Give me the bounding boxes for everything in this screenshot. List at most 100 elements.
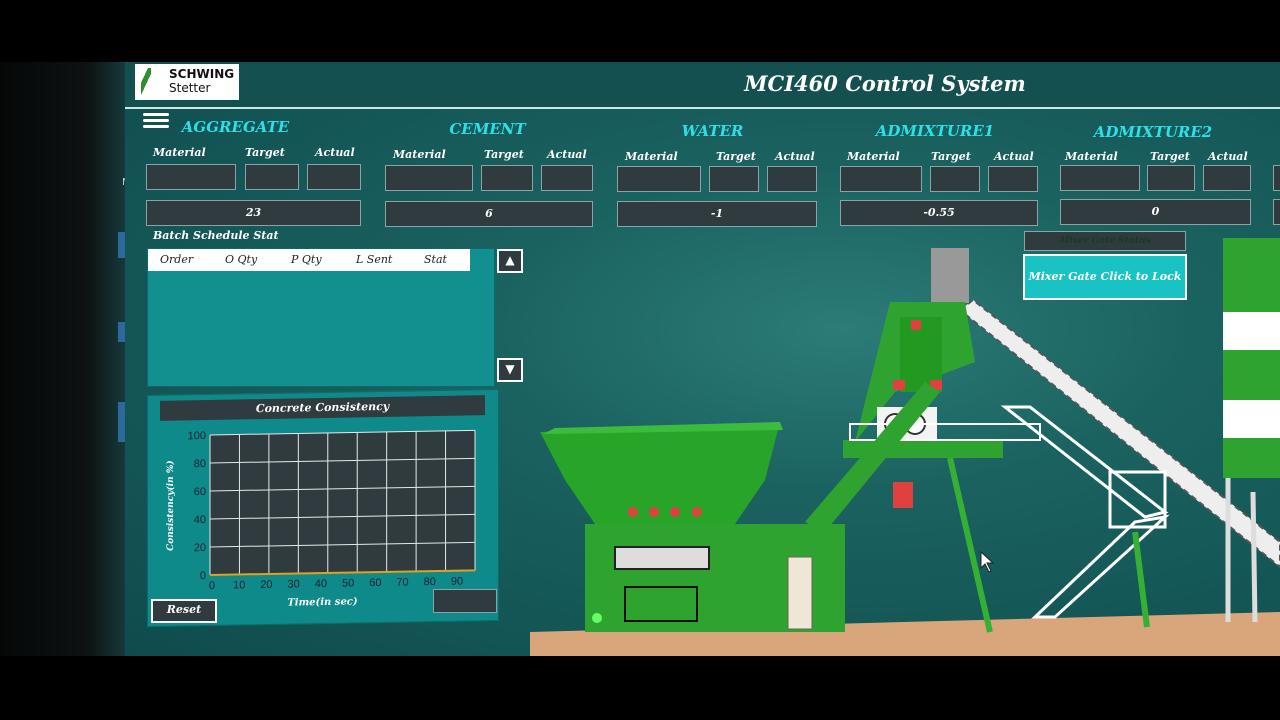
- col-target: Target: [716, 150, 756, 163]
- y-axis-label: Consistency(in %): [165, 460, 176, 551]
- section-title-admixture2: ADMIXTURE2: [1093, 123, 1213, 141]
- company-logo: SCHWING Stetter: [135, 64, 239, 100]
- section-title-admixture1: ADMIXTURE1: [875, 122, 995, 140]
- col-l-sent: L Sent: [356, 253, 393, 266]
- admixture2-target-field[interactable]: [1147, 165, 1195, 191]
- red-marker: [930, 380, 942, 390]
- col-order: Order: [160, 253, 194, 266]
- chart-title: Concrete Consistency: [160, 395, 485, 421]
- mixer-gate-lock-button[interactable]: Mixer Gate Click to Lock: [1023, 254, 1187, 300]
- x-tick-label: 80: [424, 576, 436, 588]
- indicator-light: [692, 507, 702, 517]
- admixture1-value: -0.55: [840, 200, 1038, 226]
- silo-band: [1223, 312, 1280, 350]
- batch-schedule-title: Batch Schedule Stat: [153, 229, 279, 242]
- y-tick-label: 20: [194, 542, 206, 554]
- tower-leg: [1132, 531, 1150, 628]
- cement-actual-field[interactable]: [541, 165, 593, 191]
- admixture2-value: 0: [1060, 199, 1251, 225]
- y-tick-label: 60: [194, 486, 206, 498]
- col-actual: Actual: [547, 148, 587, 161]
- cutoff-field[interactable]: [1273, 165, 1280, 191]
- silo-leg: [1250, 491, 1258, 623]
- admixture2-actual-field[interactable]: [1203, 165, 1251, 191]
- chart-value-field: [433, 589, 497, 613]
- mixer-wheel: [904, 413, 926, 435]
- bin-belt-frame: [624, 586, 698, 622]
- indicator-light: [628, 507, 638, 517]
- indicator-light: [670, 507, 680, 517]
- aggregate-material-field[interactable]: [146, 164, 236, 190]
- grid-line: [210, 485, 475, 492]
- admixture1-actual-field[interactable]: [988, 166, 1038, 192]
- water-material-field[interactable]: [617, 166, 701, 192]
- reset-button[interactable]: Reset: [151, 599, 217, 623]
- control-cabin-door: [787, 556, 813, 630]
- cutoff-field[interactable]: [1273, 199, 1280, 225]
- aggregate-actual-field[interactable]: [307, 164, 361, 190]
- top-cylinder: [931, 248, 969, 303]
- conveyor-belt: [958, 298, 1280, 569]
- water-actual-field[interactable]: [767, 166, 817, 192]
- plot-area: [210, 430, 475, 575]
- conveyor-frame: [805, 382, 940, 532]
- admixture2-material-field[interactable]: [1060, 165, 1140, 191]
- scroll-up-button[interactable]: ▲: [497, 249, 523, 273]
- hamburger-menu-icon[interactable]: [143, 110, 169, 130]
- col-material: Material: [153, 146, 206, 159]
- green-status-light: [592, 613, 602, 623]
- mixer-wheel: [884, 413, 906, 435]
- grid-line: [210, 457, 475, 464]
- aggregate-value: 23: [146, 200, 361, 226]
- admixture1-target-field[interactable]: [930, 166, 980, 192]
- col-target: Target: [245, 146, 285, 159]
- y-tick-label: 0: [200, 570, 206, 582]
- x-tick-label: 20: [260, 579, 272, 591]
- side-marker: [118, 322, 125, 342]
- grid-line: [210, 541, 475, 548]
- col-actual: Actual: [315, 146, 355, 159]
- logo-stripe-icon: [141, 68, 151, 96]
- bin-top: [543, 422, 783, 434]
- batch-schedule-table[interactable]: Order O Qty P Qty L Sent Stat: [147, 248, 495, 387]
- col-actual: Actual: [775, 150, 815, 163]
- cement-material-field[interactable]: [385, 165, 473, 191]
- water-target-field[interactable]: [709, 166, 759, 192]
- monitor-bezel: M N Re: [0, 62, 141, 656]
- aggregate-target-field[interactable]: [245, 164, 299, 190]
- x-tick-label: 60: [369, 577, 381, 589]
- side-marker: [118, 232, 125, 258]
- col-p-qty: P Qty: [291, 253, 322, 266]
- stairs-lower: [1031, 514, 1170, 619]
- scroll-down-button[interactable]: ▼: [497, 358, 523, 382]
- x-tick-label: 10: [233, 579, 245, 591]
- col-target: Target: [1150, 150, 1190, 163]
- y-tick-label: 80: [194, 458, 206, 470]
- mixer-unit: [877, 407, 937, 442]
- side-marker: [118, 402, 125, 442]
- silo-band: [1223, 400, 1280, 438]
- indicator-light: [649, 507, 659, 517]
- col-target: Target: [484, 148, 524, 161]
- grid-line: [210, 429, 475, 436]
- section-title-cement: CEMENT: [449, 120, 526, 138]
- cement-target-field[interactable]: [481, 165, 533, 191]
- col-target: Target: [931, 150, 971, 163]
- stairs-upper: [1000, 405, 1169, 519]
- discharge-chute: [893, 482, 913, 508]
- col-material: Material: [1065, 150, 1118, 163]
- bottom-bezel: [0, 656, 1280, 720]
- platform-rail: [849, 423, 1041, 441]
- mixer-gate-status: Mixer Gate Status: [1024, 231, 1186, 251]
- admixture1-material-field[interactable]: [840, 166, 922, 192]
- col-actual: Actual: [1208, 150, 1248, 163]
- col-material: Material: [625, 150, 678, 163]
- upper-frame: [855, 302, 975, 442]
- tower-leg: [947, 457, 993, 633]
- section-title-water: WATER: [681, 122, 744, 140]
- col-material: Material: [393, 148, 446, 161]
- x-tick-label: 70: [396, 577, 408, 589]
- aggregate-bin: [540, 422, 780, 524]
